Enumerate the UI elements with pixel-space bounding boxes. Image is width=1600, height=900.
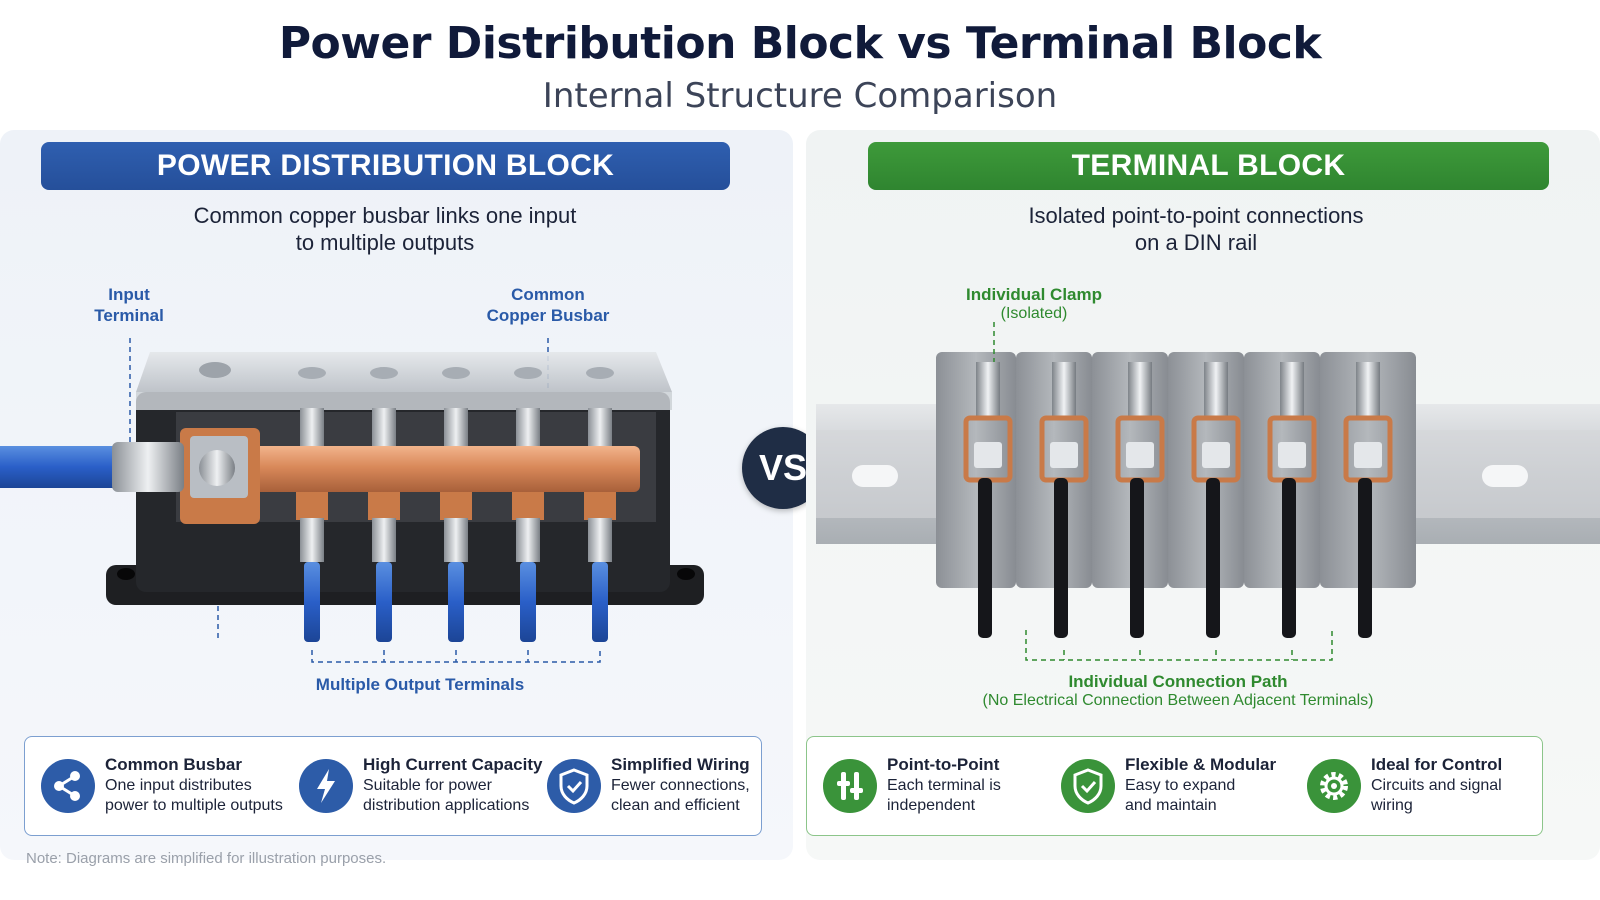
pdb-clear-cover bbox=[136, 352, 672, 392]
pdb-features: Common Busbar One input distributes powe… bbox=[24, 736, 762, 836]
share-icon bbox=[41, 759, 95, 813]
outputs-label: Multiple Output Terminals bbox=[315, 675, 525, 694]
individual-clamp-sublabel: (Isolated) bbox=[1000, 305, 1068, 322]
cover-screw-holes bbox=[298, 367, 614, 379]
feature-high-current: High Current Capacity Suitable for power… bbox=[299, 755, 543, 819]
tb-features: Point-to-Point Each terminal is independ… bbox=[806, 736, 1543, 836]
terminal-wires bbox=[978, 478, 1372, 638]
feature-title: Simplified Wiring bbox=[611, 755, 750, 774]
input-bolt bbox=[199, 450, 235, 486]
gear-icon bbox=[1307, 759, 1361, 813]
feature-ideal-control: Ideal for Control Circuits and signal wi… bbox=[1307, 755, 1537, 819]
feature-desc: Suitable for power distribution applicat… bbox=[363, 777, 530, 814]
feature-common-busbar: Common Busbar One input distributes powe… bbox=[41, 755, 291, 819]
feature-simplified-wiring: Simplified Wiring Fewer connections, cle… bbox=[547, 755, 757, 819]
feature-title: Flexible & Modular bbox=[1125, 755, 1277, 774]
page-subtitle: Internal Structure Comparison bbox=[542, 76, 1058, 116]
input-cable bbox=[0, 446, 118, 488]
feature-desc: Easy to expand and maintain bbox=[1125, 777, 1236, 814]
pdb-diagram bbox=[0, 338, 704, 663]
feature-title: Common Busbar bbox=[105, 755, 242, 774]
common-busbar-label: Common Copper Busbar bbox=[486, 285, 610, 325]
parallel-lines-icon bbox=[823, 759, 877, 813]
feature-point-to-point: Point-to-Point Each terminal is independ… bbox=[823, 755, 1043, 819]
input-terminal-label: Input Terminal bbox=[94, 285, 164, 325]
power-distribution-panel: POWER DISTRIBUTION BLOCK Common copper b… bbox=[0, 130, 793, 860]
feature-desc: Fewer connections, clean and efficient bbox=[611, 777, 750, 814]
tb-description: Isolated point-to-point connections on a… bbox=[1028, 203, 1364, 255]
feature-title: Point-to-Point bbox=[887, 755, 1000, 774]
shield-check-icon bbox=[547, 759, 601, 813]
outputs-bracket bbox=[311, 650, 601, 663]
mount-hole-right bbox=[677, 568, 695, 580]
mount-hole-left bbox=[117, 568, 135, 580]
input-ferrule bbox=[112, 442, 184, 492]
connection-path-sublabel: (No Electrical Connection Between Adjace… bbox=[982, 692, 1374, 709]
individual-clamp-label: Individual Clamp bbox=[965, 285, 1103, 304]
feature-flexible-modular: Flexible & Modular Easy to expand and ma… bbox=[1061, 755, 1291, 819]
common-copper-busbar bbox=[200, 446, 640, 492]
pdb-description: Common copper busbar links one input to … bbox=[193, 203, 577, 255]
feature-desc: Each terminal is independent bbox=[887, 777, 1001, 814]
connection-path-label: Individual Connection Path bbox=[1068, 672, 1288, 691]
tb-diagram bbox=[816, 322, 1600, 661]
terminal-block-panel: TERMINAL BLOCK Isolated point-to-point c… bbox=[806, 130, 1600, 860]
footnote: Note: Diagrams are simplified for illust… bbox=[26, 850, 387, 867]
output-terminals bbox=[296, 492, 616, 562]
path-bracket bbox=[1025, 630, 1333, 661]
lightning-icon bbox=[299, 759, 353, 813]
rail-slot-right bbox=[1482, 465, 1528, 487]
feature-title: High Current Capacity bbox=[363, 755, 543, 774]
tb-banner: TERMINAL BLOCK bbox=[868, 142, 1549, 190]
page-title: Power Distribution Block vs Terminal Blo… bbox=[278, 18, 1322, 69]
feature-title: Ideal for Control bbox=[1371, 755, 1503, 774]
shield-check-icon bbox=[1061, 759, 1115, 813]
input-screw-top bbox=[199, 362, 231, 378]
pdb-banner: POWER DISTRIBUTION BLOCK bbox=[41, 142, 730, 190]
output-cables bbox=[304, 562, 608, 642]
feature-desc: One input distributes power to multiple … bbox=[105, 777, 283, 814]
rail-slot-left bbox=[852, 465, 898, 487]
busbar-screws bbox=[300, 408, 612, 448]
clamp-screws bbox=[976, 362, 1380, 418]
feature-desc: Circuits and signal wiring bbox=[1371, 777, 1502, 814]
pdb-cover-front bbox=[136, 392, 672, 410]
